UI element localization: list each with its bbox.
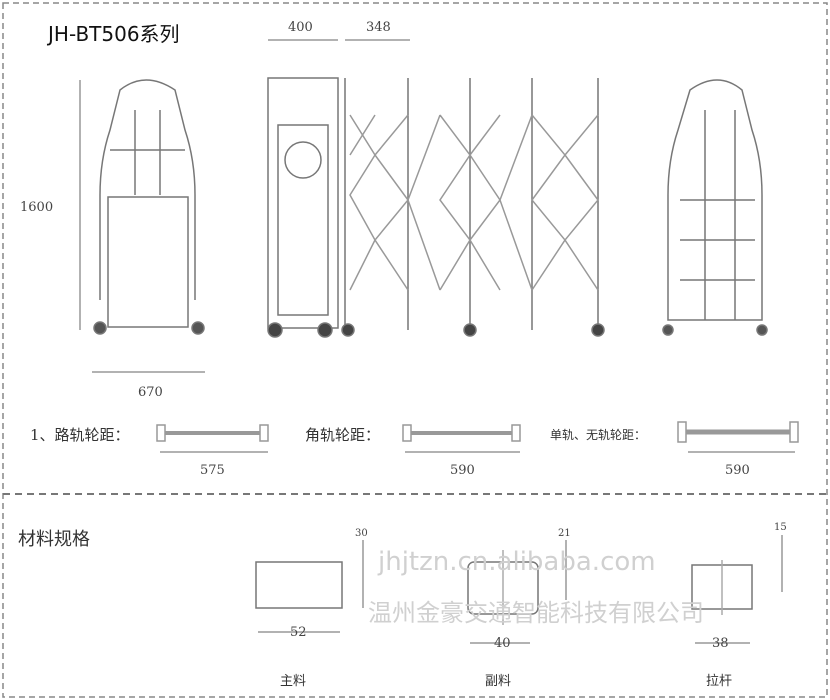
wheelbase-value-3: 590 [725,463,750,478]
watermark-site: jhjtzn.cn.alibaba.com [378,547,656,577]
material-3-name: 拉杆 [706,674,733,689]
side-view-left [79,79,205,373]
side-view-right [662,79,768,336]
height-dim: 1600 [20,200,54,215]
material-3-height: 15 [774,522,787,533]
wheelbase-label-1: 1、路轨轮距： [30,426,130,444]
span-dim: 348 [366,20,391,35]
wheelbase-bars [156,421,799,453]
material-sections [255,535,783,644]
materials-heading: 材料规格 [18,529,90,550]
front-view [267,39,605,338]
wheelbase-label-2: 角轨轮距： [305,426,381,444]
wheelbase-value-1: 575 [200,463,225,478]
material-1-height: 30 [355,528,368,539]
material-3-width: 38 [712,636,729,651]
material-1-name: 主料 [280,674,307,689]
material-2-name: 副料 [485,674,512,689]
material-2-height: 21 [558,528,571,539]
pillar-dim: 400 [288,20,313,35]
material-1-width: 52 [290,625,307,640]
material-2-width: 40 [494,636,511,651]
wheelbase-value-2: 590 [450,463,475,478]
width-dim: 670 [138,385,163,400]
wheelbase-label-3: 单轨、无轨轮距： [550,428,647,442]
series-title: JH-BT506系列 [48,22,180,46]
watermark-company: 温州金豪交通智能科技有限公司 [368,599,704,627]
